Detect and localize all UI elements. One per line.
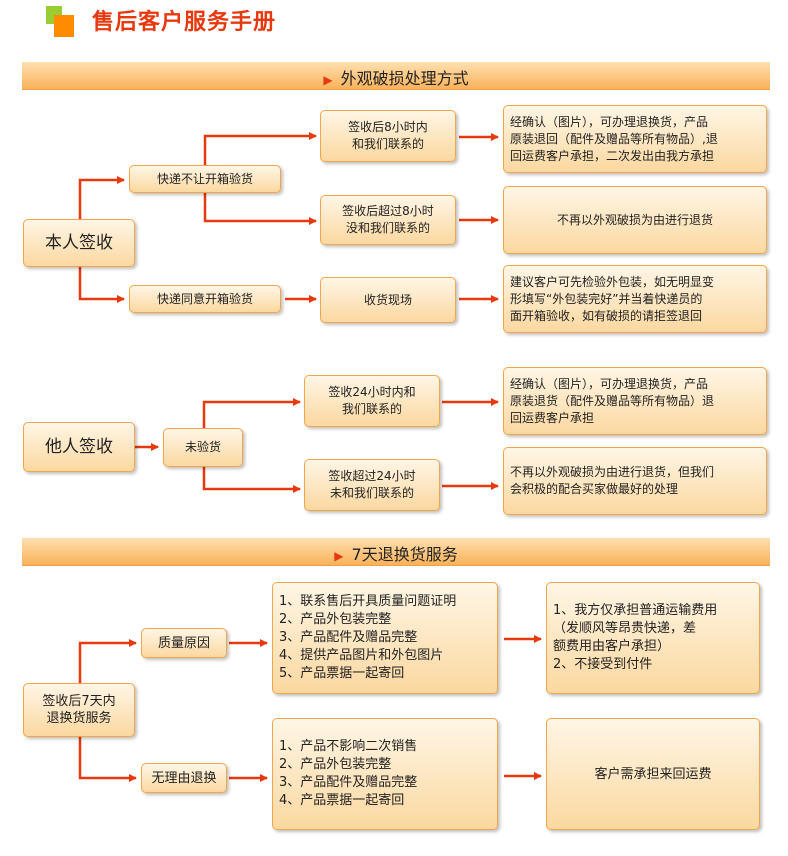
result-quality: 1、我方仅承担普通运输费用 （发顺风等昂贵快递，差 额费用由客户承担） 2、不接… (546, 582, 760, 694)
node-over-8h: 签收后超过8小时 没和我们联系的 (320, 195, 456, 245)
section-title-damage: 外观破损处理方式 (340, 69, 469, 88)
node-not-inspected: 未验货 (163, 428, 243, 467)
result-receipt-scene: 建议客户可先检验外包装，如无明显变 形填写“外包装完好”并当着快递员的 面开箱验… (503, 265, 767, 333)
node-self-signed: 本人签收 (23, 219, 135, 267)
section-bar-damage: ▶ 外观破损处理方式 (22, 62, 770, 90)
node-receipt-scene: 收货现场 (320, 277, 456, 323)
node-7day-return: 签收后7天内 退换货服务 (23, 683, 135, 737)
conditions-no-reason: 1、产品不影响二次销售 2、产品外包装完整 3、产品配件及赠品完整 4、产品票据… (272, 718, 498, 830)
result-within-24h: 经确认（图片），可办理退换货，产品 原装退货（配件及赠品等所有物品）退 回运费客… (503, 367, 767, 435)
logo-square-orange (54, 15, 74, 37)
node-quality-reason: 质量原因 (141, 628, 227, 658)
node-over-24h: 签收超过24小时 未和我们联系的 (304, 459, 440, 511)
node-within-8h: 签收后8小时内 和我们联系的 (320, 110, 456, 162)
result-within-8h: 经确认（图片），可办理退换货，产品 原装退回（配件及赠品等所有物品）,退 回运费… (503, 105, 767, 173)
section-bar-7day: ▶ 7天退换货服务 (22, 538, 770, 566)
play-arrow-icon: ▶ (323, 73, 333, 87)
conditions-quality: 1、联系售后开具质量问题证明 2、产品外包装完整 3、产品配件及赠品完整 4、提… (272, 582, 498, 694)
node-unboxing-allowed: 快递同意开箱验货 (129, 285, 281, 313)
node-no-unboxing: 快递不让开箱验货 (129, 165, 281, 193)
node-other-signed: 他人签收 (23, 422, 135, 472)
play-arrow-icon: ▶ (334, 549, 344, 563)
result-over-8h: 不再以外观破损为由进行退货 (503, 186, 767, 254)
result-over-24h: 不再以外观破损为由进行退货，但我们 会积极的配合买家做最好的处理 (503, 447, 767, 515)
section-title-7day: 7天退换货服务 (351, 545, 458, 564)
node-no-reason: 无理由退换 (141, 763, 227, 793)
result-no-reason: 客户需承担来回运费 (546, 718, 760, 830)
node-within-24h: 签收24小时内和 我们联系的 (304, 375, 440, 427)
page-title: 售后客户服务手册 (92, 10, 277, 35)
